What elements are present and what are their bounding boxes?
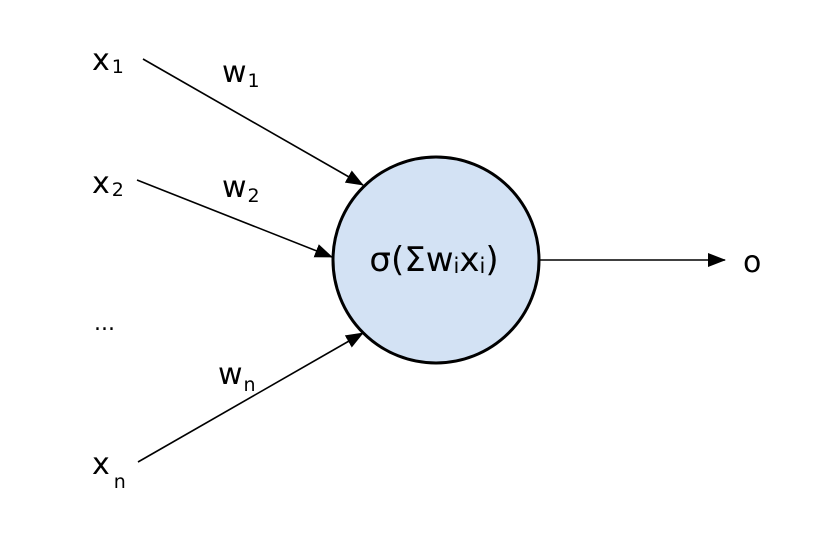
input-x1-subscript: 1 — [112, 56, 124, 78]
formula-sub-w: i — [454, 254, 460, 278]
input-x1-label: x — [92, 43, 110, 78]
input-x2-subscript: 2 — [112, 179, 124, 201]
weight-wn: wn — [218, 357, 256, 396]
edge-x1-to-node — [142, 58, 364, 186]
weight-w2: w2 — [222, 170, 260, 207]
input-x2-label: x — [92, 166, 110, 201]
weight-wn-subscript: n — [244, 374, 256, 396]
input-ellipsis: ... — [94, 311, 115, 336]
input-xn-label: x — [92, 447, 110, 482]
weight-wn-label: w — [218, 357, 243, 392]
neuron-node — [331, 155, 541, 365]
formula-sub-x: i — [479, 254, 485, 278]
edge-x2-to-node — [136, 179, 333, 258]
weight-w1-label: w — [222, 55, 247, 90]
formula-prefix: σ(Σw — [369, 240, 453, 280]
formula-x: x — [459, 240, 479, 280]
input-xn-subscript: n — [114, 471, 126, 493]
weight-w2-subscript: 2 — [248, 185, 260, 207]
formula-suffix: ) — [485, 240, 498, 280]
activation-formula: σ(Σwixi) — [369, 240, 498, 280]
weight-w1: w1 — [222, 55, 260, 92]
edge-xn-to-node — [137, 332, 364, 463]
output-label: o — [743, 245, 761, 280]
weight-w2-label: w — [222, 170, 247, 205]
weight-w1-subscript: 1 — [248, 70, 260, 92]
